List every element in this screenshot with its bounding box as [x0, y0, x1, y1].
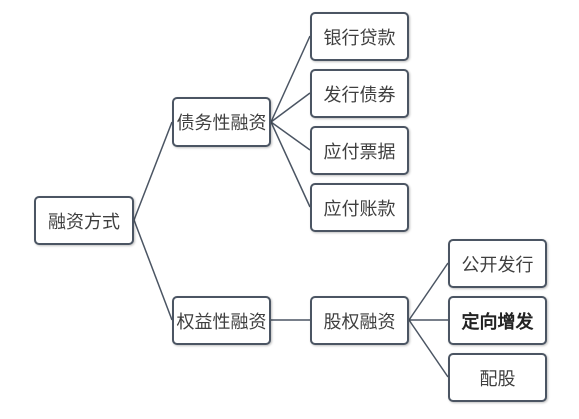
connector-root-debt — [133, 121, 173, 221]
node-rights-issue: 配股 — [448, 353, 547, 402]
node-accounts-payable: 应付账款 — [310, 183, 409, 232]
connector-debt-bank-loan — [270, 35, 311, 123]
node-issue-bonds: 发行债券 — [310, 69, 409, 118]
connector-debt-bond — [270, 92, 311, 123]
connector-stock-public — [408, 262, 449, 321]
node-equity-financing: 权益性融资 — [172, 296, 271, 345]
node-equity-stock: 股权融资 — [310, 296, 409, 345]
connector-stock-rights — [408, 319, 449, 378]
connector-root-equity — [133, 219, 173, 321]
connector-debt-notes-payable — [270, 121, 311, 151]
connector-debt-accounts-payable — [270, 121, 311, 208]
node-bank-loan: 银行贷款 — [310, 12, 409, 61]
node-debt-financing: 债务性融资 — [172, 97, 271, 147]
node-notes-payable: 应付票据 — [310, 126, 409, 175]
node-private-placement: 定向增发 — [448, 296, 547, 345]
node-financing-methods: 融资方式 — [34, 196, 134, 245]
node-public-offering: 公开发行 — [448, 239, 547, 288]
